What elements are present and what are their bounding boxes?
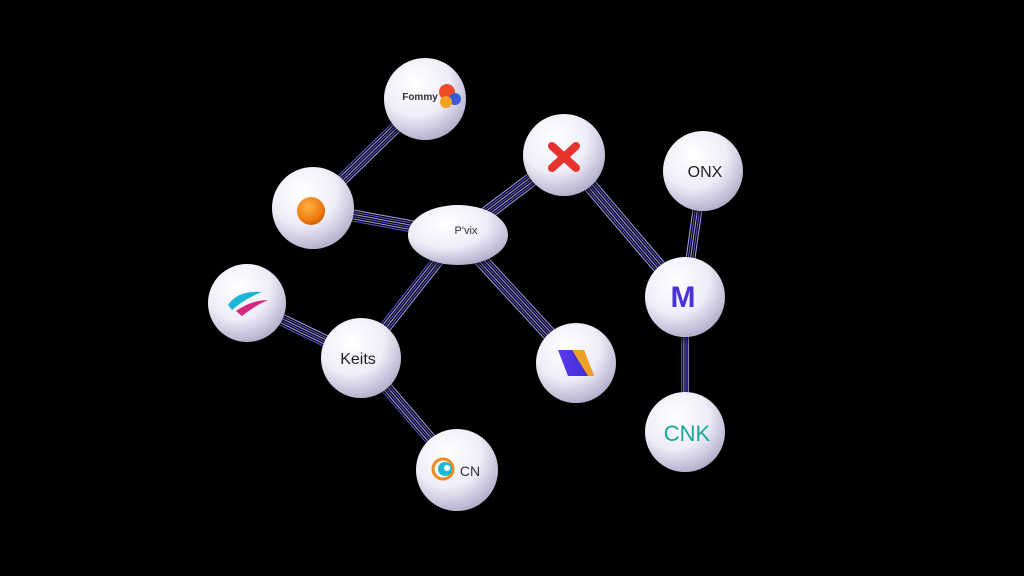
node-cn-label: CN <box>460 463 480 479</box>
red-x-icon <box>548 142 580 172</box>
node-keras-label: Keits <box>340 351 376 368</box>
node-swoosh[interactable] <box>208 264 286 342</box>
node-m-label: M <box>671 281 696 314</box>
node-top-logo[interactable]: Fommy <box>384 58 466 140</box>
node-cnk[interactable]: CNK <box>645 392 725 472</box>
swoosh-icon <box>228 291 268 316</box>
edge-bundles <box>244 94 708 474</box>
node-red-x[interactable] <box>523 114 605 196</box>
node-cn[interactable]: CN <box>416 429 498 511</box>
parallelogram-icon <box>558 350 594 376</box>
node-top-logo-label: Fommy <box>402 92 438 103</box>
swirl-circle-icon <box>431 457 455 481</box>
node-onx-label: ONX <box>688 164 723 181</box>
node-hub-label: P'vix <box>455 225 478 237</box>
orange-circle-icon <box>297 197 325 225</box>
node-onx[interactable]: ONX <box>663 131 743 211</box>
node-cnk-label: CNK <box>664 421 711 446</box>
node-orange[interactable] <box>272 167 354 249</box>
node-keras[interactable]: Keits <box>321 318 401 398</box>
node-parallelogram[interactable] <box>536 323 616 403</box>
multicolor-blob-icon <box>439 84 461 108</box>
node-m[interactable]: M <box>645 257 725 337</box>
node-hub[interactable]: P'vix <box>408 205 508 265</box>
